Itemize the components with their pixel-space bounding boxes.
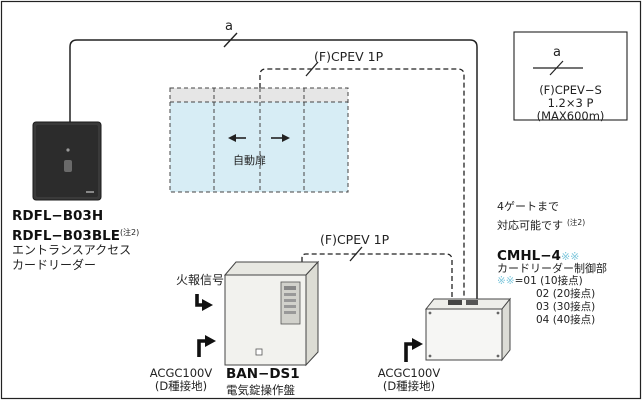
reader-model-2-line: RDFL−B03BLE(注2) [12, 226, 139, 244]
automatic-door [169, 87, 349, 193]
cable-cpev-mid-label: (F)CPEV 1P [320, 232, 390, 247]
reader-desc-1: エントランスアクセス [12, 243, 132, 257]
power-left-line-1: ACGC100V [149, 366, 213, 380]
controller-code: =01 (10接点) [514, 275, 583, 287]
gate-note-note: (注2) [567, 218, 586, 227]
cable-cpev-mid-line [301, 253, 453, 300]
reader-logo-mark [64, 160, 72, 172]
controller-code-line-4: 04 (40接点) [536, 314, 596, 326]
controller-desc: カードリーダー制御部 [497, 262, 607, 275]
legend-cable-tick [549, 60, 564, 76]
controller-code-prefix: ※※ [497, 275, 515, 287]
card-reader-device [32, 121, 102, 201]
cable-a-label: a [225, 19, 233, 34]
controller-code-line-1: ※※=01 (10接点) [497, 275, 583, 288]
legend-spec-line: 1.2×3 P [547, 96, 594, 111]
cable-cpev-mid-tick [349, 246, 363, 262]
power-left-label: ACGC100V (D種接地) [136, 366, 226, 394]
lock-panel-device [223, 260, 320, 367]
legend-box [513, 31, 628, 121]
cable-a-line [69, 39, 478, 300]
panel-desc: 電気錠操作盤 [226, 383, 295, 397]
fire-signal-label: 火報信号 [176, 273, 225, 287]
controller-code-line-3: 03 (30接点) [536, 301, 596, 313]
power-arrow-right [404, 338, 423, 362]
power-left-line-2: (D種接地) [154, 379, 208, 394]
reader-desc-2: カードリーダー [12, 258, 97, 272]
reader-note: (注2) [119, 228, 140, 237]
gate-note-line-2: 対応可能です [497, 219, 563, 232]
controller-model-line: CMHL−4※※ [497, 246, 579, 264]
controller-model: CMHL−4 [497, 248, 561, 264]
legend-symbol-label: a [553, 45, 561, 60]
legend-spec-line: (MAX600m) [536, 109, 605, 124]
reader-model-1: RDFL−B03H [12, 208, 104, 224]
cable-a-tick [223, 32, 238, 48]
panel-model: BAN−DS1 [226, 366, 300, 382]
reader-model-2: RDFL−B03BLE [12, 228, 120, 244]
legend-spec: (F)CPEV−S 1.2×3 P (MAX600m) [514, 83, 627, 124]
power-arrow-left [197, 335, 216, 357]
power-right-line-2: (D種接地) [382, 379, 436, 394]
door-top-rail [170, 88, 348, 102]
door-label: 自動扉 [233, 154, 266, 167]
legend-spec-line: (F)CPEV−S [539, 83, 602, 97]
reader-led [66, 148, 70, 152]
power-right-line-1: ACGC100V [377, 366, 441, 380]
controller-model-suffix: ※※ [560, 250, 580, 263]
controller-code-line-2: 02 (20接点) [536, 288, 596, 300]
gate-note-line-2-wrap: 対応可能です (注2) [497, 215, 585, 233]
fire-signal-arrow [195, 294, 213, 311]
cable-cpev-top-label: (F)CPEV 1P [314, 49, 384, 64]
door-left-glass [170, 88, 260, 192]
power-right-label: ACGC100V (D種接地) [364, 366, 454, 394]
controller-device [424, 297, 512, 362]
cable-cpev-top-tick [305, 61, 319, 77]
gate-note-line-1: 4ゲートまで [497, 200, 559, 213]
